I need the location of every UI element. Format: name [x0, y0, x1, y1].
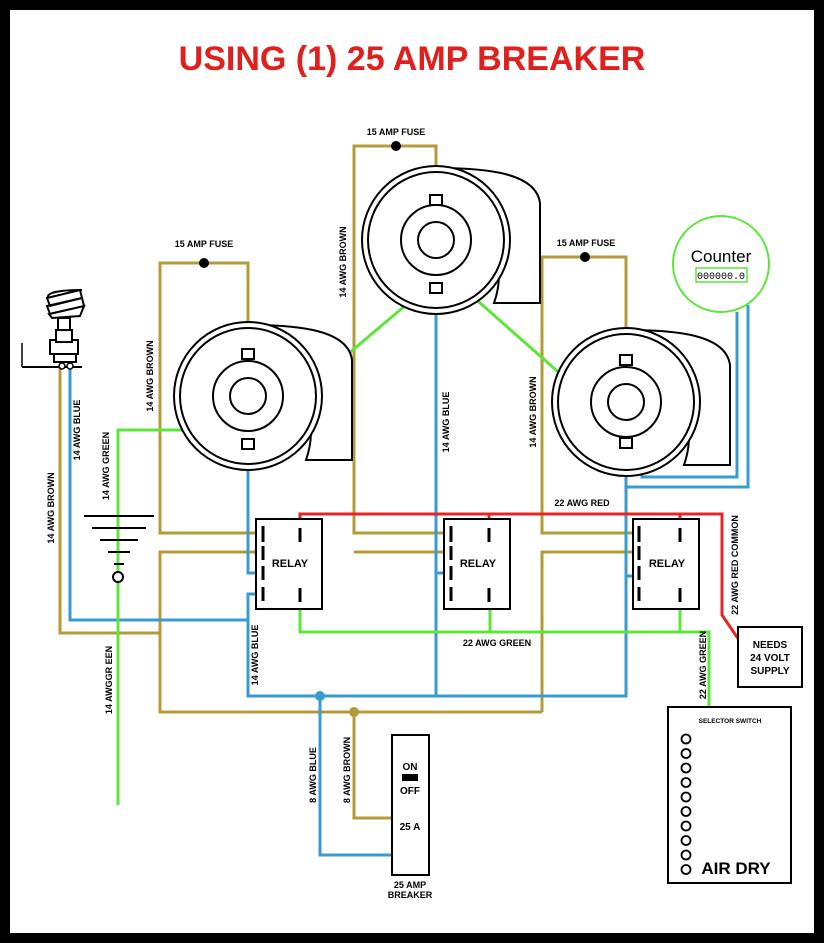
hair-dryer-icon [21, 288, 86, 370]
relay-left-label: RELAY [272, 558, 309, 570]
breaker-off-label: OFF [400, 786, 420, 797]
selector-positions [680, 733, 692, 875]
supply-line-3: SUPPLY [750, 666, 789, 677]
wire-label-red-22: 22 AWG RED [554, 498, 610, 508]
supply-box: NEEDS 24 VOLT SUPPLY [737, 626, 803, 688]
blower-left-icon [173, 321, 353, 471]
selector-position-icon [680, 733, 692, 745]
selector-title: SELECTOR SWITCH [699, 718, 762, 725]
selector-position-icon [680, 806, 692, 817]
wire-label-brown-dryer: 14 AWG BROWN [46, 472, 56, 543]
wire-label-green-22: 22 AWG GREEN [463, 638, 531, 648]
fuse-right-icon [580, 252, 590, 262]
diagram-title: USING (1) 25 AMP BREAKER [179, 40, 646, 78]
relay-right-label: RELAY [649, 558, 686, 570]
supply-line-2: 24 VOLT [750, 653, 790, 664]
selector-position-icon [680, 835, 692, 846]
fuse-label-right: 15 AMP FUSE [557, 238, 616, 248]
counter: Counter 000000.0 [672, 215, 770, 313]
wire-label-red-common: 22 AWG RED COMMON [730, 515, 740, 615]
breaker: ON OFF 25 A 25 AMP BREAKER [388, 734, 433, 900]
wire-label-blue-8: 8 AWG BLUE [308, 747, 318, 803]
fuse-label-center: 15 AMP FUSE [367, 127, 426, 137]
selector-position-icon [680, 820, 692, 832]
selector-switch: SELECTOR SWITCH AIR DRY [667, 706, 792, 884]
breaker-on-label: ON [403, 762, 418, 773]
relay-left: RELAY [255, 518, 323, 610]
wire-label-brown-8: 8 AWG BROWN [342, 737, 352, 803]
ground-icon [84, 515, 154, 583]
wire-label-blue-dryer: 14 AWG BLUE [72, 400, 82, 461]
selector-position-icon [680, 849, 692, 861]
wire-label-brown-right: 14 AWG BROWN [528, 376, 538, 447]
breaker-caption-2: BREAKER [388, 890, 433, 900]
wire-label-green-ground: 14 AWGGR EEN [104, 646, 114, 714]
supply-line-1: NEEDS [753, 640, 788, 651]
wire-label-blue-center: 14 AWG BLUE [441, 392, 451, 453]
selector-position-icon [680, 777, 692, 788]
wire-label-brown-left: 14 AWG BROWN [145, 340, 155, 411]
wire-label-green-dryer: 14 AWG GREEN [101, 432, 111, 500]
fuse-label-left: 15 AMP FUSE [175, 239, 234, 249]
breaker-toggle-icon [402, 774, 418, 781]
wire-label-brown-center: 14 AWG BROWN [338, 226, 348, 297]
selector-position-icon [680, 864, 692, 875]
blue-junction-dot [315, 691, 325, 701]
brown-junction-dot [349, 707, 359, 717]
selector-position-icon [680, 791, 692, 803]
blower-right-icon [551, 327, 731, 477]
fuse-left-icon [199, 258, 209, 268]
fuse-center-icon [391, 141, 401, 151]
brown-wires [58, 144, 639, 820]
selector-bottom-label: AIR DRY [701, 859, 771, 878]
wire-label-blue-relay: 14 AWG BLUE [250, 625, 260, 686]
counter-value: 000000.0 [697, 272, 745, 283]
selector-position-icon [680, 748, 692, 759]
blower-center-icon [361, 165, 541, 315]
relay-center-label: RELAY [460, 558, 497, 570]
relay-center: RELAY [443, 518, 511, 610]
breaker-caption-1: 25 AMP [394, 880, 426, 890]
breaker-rating: 25 A [400, 822, 421, 833]
selector-position-icon [680, 762, 692, 774]
wire-label-green-22-vertical: 22 AWG GREEN [698, 631, 708, 699]
relay-right: RELAY [632, 518, 700, 610]
counter-label: Counter [691, 247, 752, 266]
